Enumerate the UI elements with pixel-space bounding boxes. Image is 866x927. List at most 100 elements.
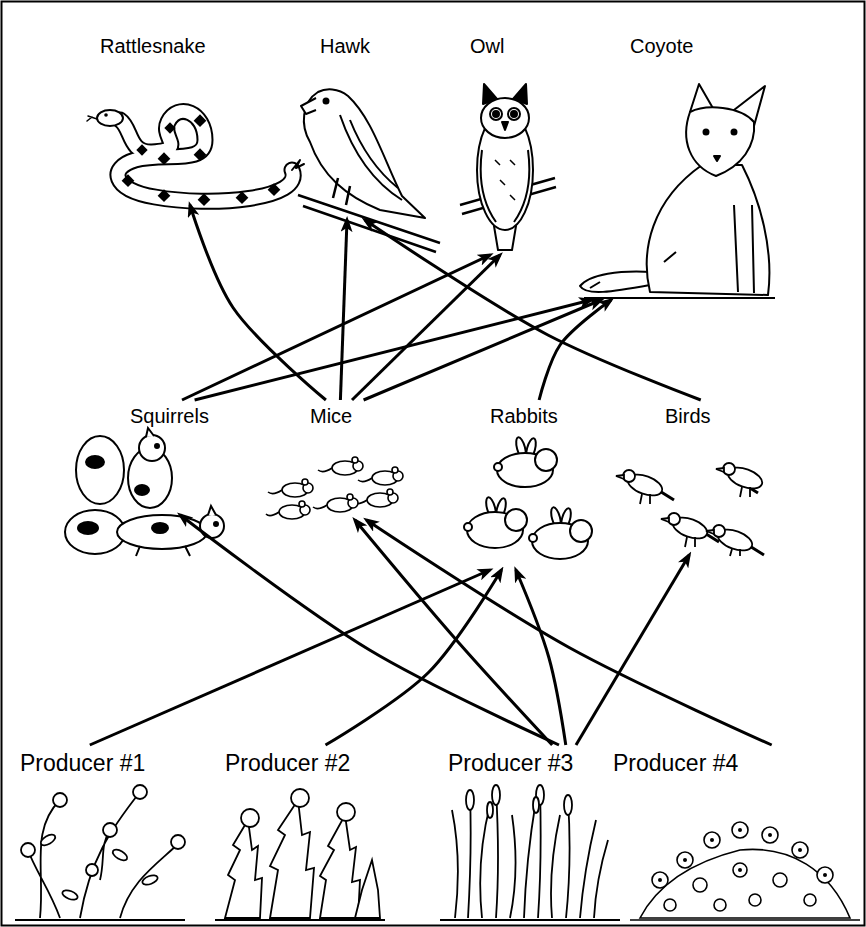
squirrels-drawing — [139, 435, 165, 461]
producer-4-drawing — [798, 848, 802, 852]
mice-drawing — [266, 457, 403, 519]
owl-drawing — [508, 108, 520, 120]
birds-drawing — [616, 475, 624, 479]
coyote-drawing — [580, 84, 775, 298]
birds-drawing — [640, 494, 650, 504]
owl-drawing — [502, 122, 508, 130]
organism-label: Producer #3 — [448, 745, 573, 776]
organism-label: Producer #2 — [225, 745, 350, 776]
producer-1-drawing — [103, 823, 117, 837]
rabbits-drawing — [529, 534, 537, 542]
food-arrow — [182, 255, 490, 400]
producer-4-drawing — [652, 872, 668, 888]
squirrels-drawing — [78, 522, 98, 534]
food-arrow — [340, 220, 347, 400]
mice-drawing — [299, 501, 305, 507]
producer-4-drawing — [658, 878, 662, 882]
producer-4-drawing — [738, 868, 742, 872]
owl-drawing — [495, 160, 515, 200]
producer-1-drawing — [21, 843, 35, 857]
birds-drawing — [658, 483, 764, 555]
producer-4-drawing — [733, 863, 747, 877]
mice-drawing — [392, 467, 398, 473]
squirrels-drawing — [117, 515, 207, 549]
rattlesnake-drawing — [292, 160, 304, 170]
rabbits-drawing — [464, 436, 592, 559]
producer-4-drawing — [804, 894, 816, 906]
producer-4-drawing — [630, 919, 860, 921]
rattlesnake-drawing — [194, 148, 207, 161]
producer-4-drawing — [640, 849, 850, 918]
rattlesnake-drawing — [158, 152, 171, 165]
organism-label: Producer #4 — [613, 745, 738, 776]
coyote-drawing — [734, 205, 754, 293]
hawk-drawing — [304, 89, 425, 218]
coyote-drawing — [686, 107, 754, 176]
owl-drawing — [481, 98, 529, 138]
producer-3-drawing — [564, 795, 572, 815]
rabbits-drawing — [505, 509, 527, 531]
producer-1-drawing — [61, 889, 79, 902]
coyote-drawing — [647, 165, 770, 295]
food-arrow — [195, 300, 591, 400]
producer-1-drawing — [141, 874, 159, 887]
producer-node: Producer #3 — [440, 745, 610, 920]
producer-2-drawing — [355, 860, 380, 918]
organism-node: Coyote — [575, 30, 775, 300]
coyote-drawing — [704, 130, 709, 135]
mice-drawing — [352, 457, 358, 463]
organism-label: Rattlesnake — [100, 30, 206, 58]
coyote-drawing — [584, 297, 775, 299]
producer-4-drawing — [732, 822, 748, 838]
food-arrow — [352, 255, 500, 400]
squirrels-drawing — [208, 506, 216, 515]
owl-drawing — [490, 108, 502, 120]
producer-2-drawing — [291, 789, 309, 807]
producer-4-drawing — [683, 858, 687, 862]
organism-label: Squirrels — [130, 400, 209, 428]
producer-1-drawing — [171, 835, 185, 849]
coyote-drawing — [580, 272, 652, 292]
producer-4-drawing — [630, 822, 860, 920]
rattlesnake-drawing — [87, 116, 97, 121]
producer-4-drawing — [773, 873, 787, 887]
squirrels-drawing — [76, 436, 124, 504]
mice-drawing — [387, 489, 393, 495]
hawk-drawing — [324, 99, 329, 104]
squirrels-drawing — [86, 456, 104, 468]
food-arrow — [576, 555, 689, 745]
producer-4-drawing — [704, 832, 720, 848]
producer-2-drawing — [337, 803, 355, 821]
birds-drawing — [616, 463, 765, 556]
food-arrow — [355, 520, 552, 745]
birds-drawing — [706, 530, 714, 534]
producer-4-drawing — [677, 852, 693, 868]
rattlesnake-drawing — [97, 110, 123, 126]
rattlesnake-drawing — [164, 122, 175, 133]
producer-4-drawing — [817, 867, 833, 883]
squirrels-drawing — [136, 546, 190, 556]
food-arrow — [326, 570, 502, 745]
producer-4-drawing — [762, 827, 778, 843]
birds-drawing — [716, 468, 724, 472]
producer-2-drawing — [320, 815, 360, 918]
birds-drawing — [685, 537, 695, 547]
food-arrow — [364, 300, 601, 400]
producer-3-drawing — [492, 785, 500, 805]
squirrels-drawing — [152, 523, 168, 533]
producer-4-drawing — [710, 838, 714, 842]
food-arrow — [180, 515, 559, 745]
producer-2-drawing — [215, 919, 385, 921]
food-arrow — [190, 205, 326, 400]
coyote-drawing — [732, 130, 737, 135]
hawk-drawing — [301, 98, 316, 114]
owl-drawing — [460, 84, 556, 250]
coyote-drawing — [714, 156, 720, 161]
rattlesnake-drawing — [122, 174, 135, 187]
rabbits-drawing — [494, 463, 502, 471]
squirrels-drawing — [214, 522, 218, 526]
producer-1-drawing — [86, 864, 98, 876]
